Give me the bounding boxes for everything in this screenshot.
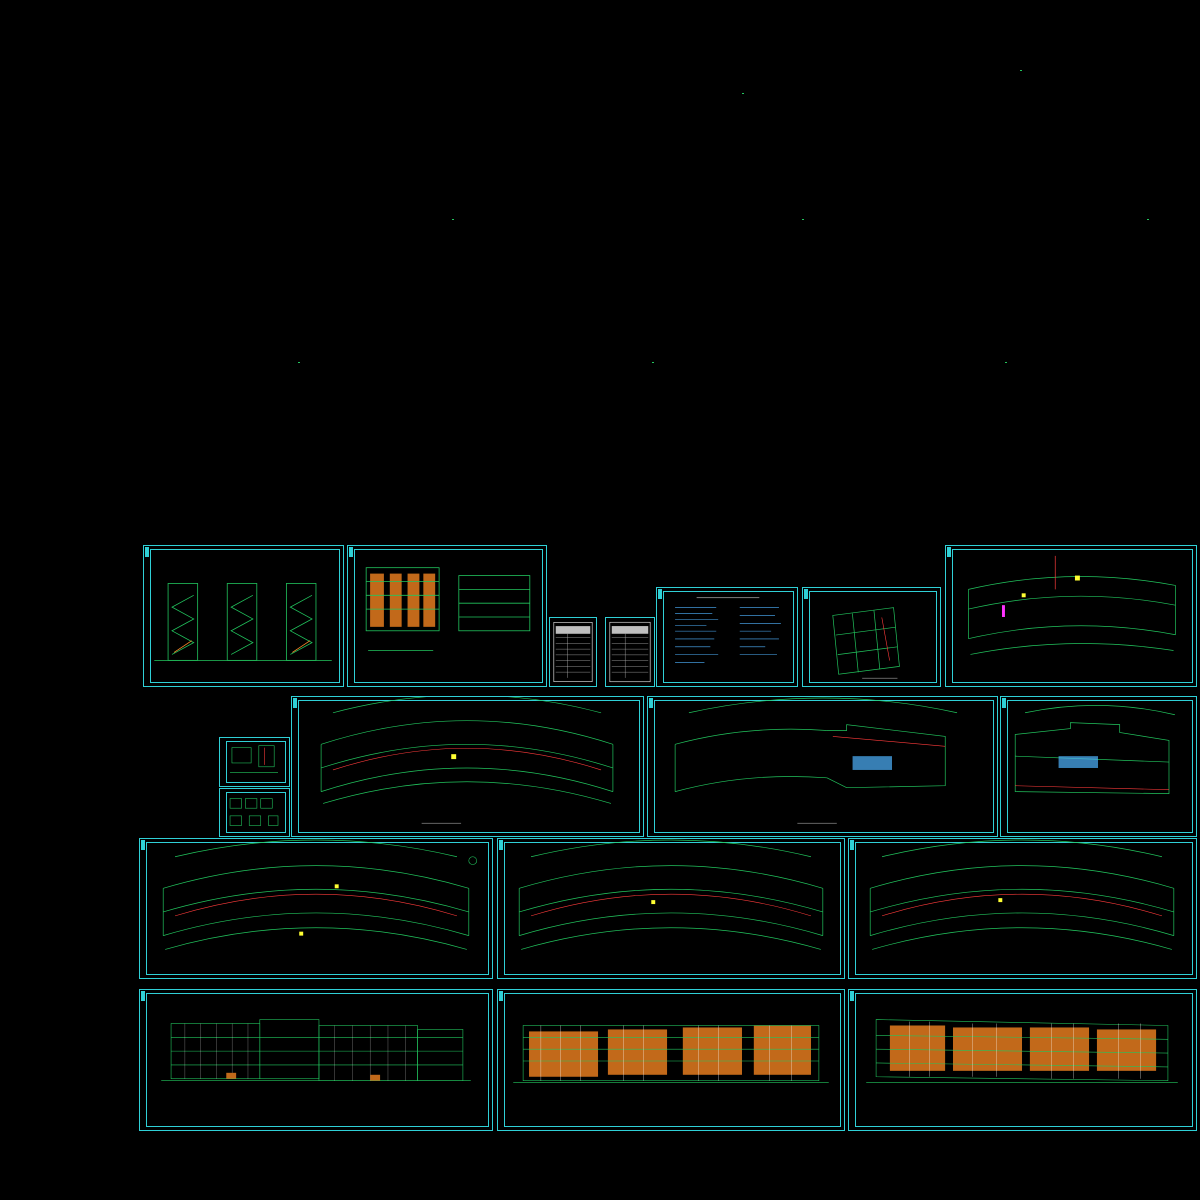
plan-drawing <box>674 697 958 824</box>
stray-mark <box>652 362 654 363</box>
elevation-drawing <box>161 1019 471 1081</box>
sheet-elevation-b[interactable] <box>497 989 845 1131</box>
stray-mark <box>1020 70 1022 71</box>
sheet-top-floor-plan[interactable] <box>945 545 1197 687</box>
drawing <box>365 567 531 651</box>
plan-drawing <box>320 697 614 824</box>
sheet-door-window-table-1[interactable] <box>549 617 597 687</box>
stray-mark <box>298 362 300 363</box>
stray-mark <box>1147 219 1149 220</box>
sheet-detail-1[interactable] <box>219 737 290 787</box>
sheet-floor-plan-b[interactable] <box>647 696 998 837</box>
sheet-floor-plan-c[interactable] <box>1000 696 1197 837</box>
stray-mark <box>802 219 804 220</box>
sheet-roof-plan-small[interactable] <box>802 587 941 687</box>
elevation-drawing <box>513 1025 829 1083</box>
sheet-door-window-table-2[interactable] <box>605 617 655 687</box>
notes-drawing <box>675 597 781 663</box>
plan-drawing <box>162 839 477 950</box>
plan-drawing <box>518 839 824 950</box>
sheet-elevation-c[interactable] <box>848 989 1197 1131</box>
detail-drawing <box>230 745 279 773</box>
sheet-floor-plan-a[interactable] <box>291 696 644 837</box>
sheet-floor-plan-d[interactable] <box>139 838 493 979</box>
stray-mark <box>452 219 454 220</box>
stray-mark <box>1005 362 1007 363</box>
sheet-detail-2[interactable] <box>219 788 290 837</box>
detail-drawing <box>229 798 279 826</box>
elevation-drawing <box>866 1019 1178 1083</box>
table-drawing <box>609 621 651 683</box>
sheet-design-notes[interactable] <box>656 587 798 687</box>
plan-drawing <box>869 839 1175 950</box>
sheet-elevation-a[interactable] <box>139 989 493 1131</box>
sheet-facade-sections[interactable] <box>347 545 547 687</box>
stray-mark <box>742 93 744 94</box>
plan-drawing <box>1014 705 1175 794</box>
sheet-stair-sections[interactable] <box>143 545 344 687</box>
sheet-floor-plan-e[interactable] <box>497 838 845 979</box>
plan-drawing <box>832 607 900 679</box>
plan-drawing <box>968 555 1176 655</box>
sheet-floor-plan-f[interactable] <box>848 838 1197 979</box>
table-drawing <box>553 622 593 682</box>
drawing <box>154 583 332 661</box>
